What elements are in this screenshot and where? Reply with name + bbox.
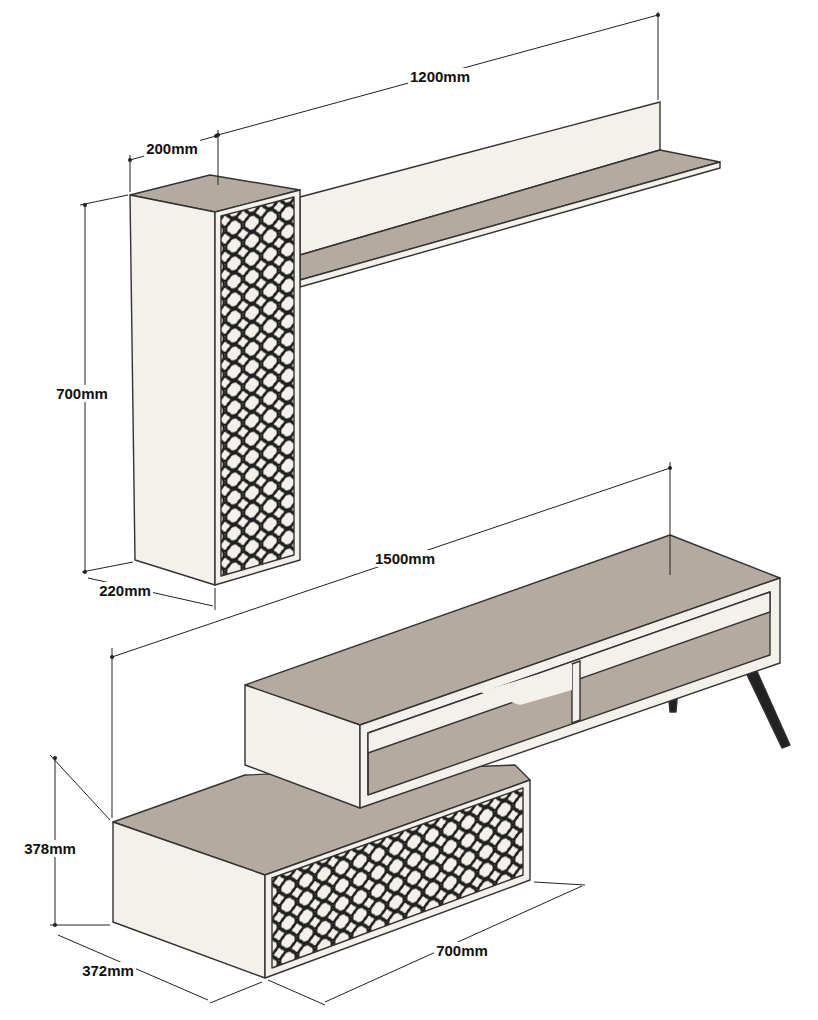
dimension-label: 220mm bbox=[97, 582, 153, 599]
dimension-label: 700mm bbox=[434, 942, 490, 959]
dimension-label: 200mm bbox=[144, 140, 200, 157]
dimension-label: 372mm bbox=[80, 962, 136, 979]
dimension-label: 700mm bbox=[54, 385, 110, 402]
dimension-label: 1500mm bbox=[373, 550, 437, 567]
dimension-label: 378mm bbox=[22, 840, 78, 857]
dimension-label: 1200mm bbox=[408, 68, 472, 85]
